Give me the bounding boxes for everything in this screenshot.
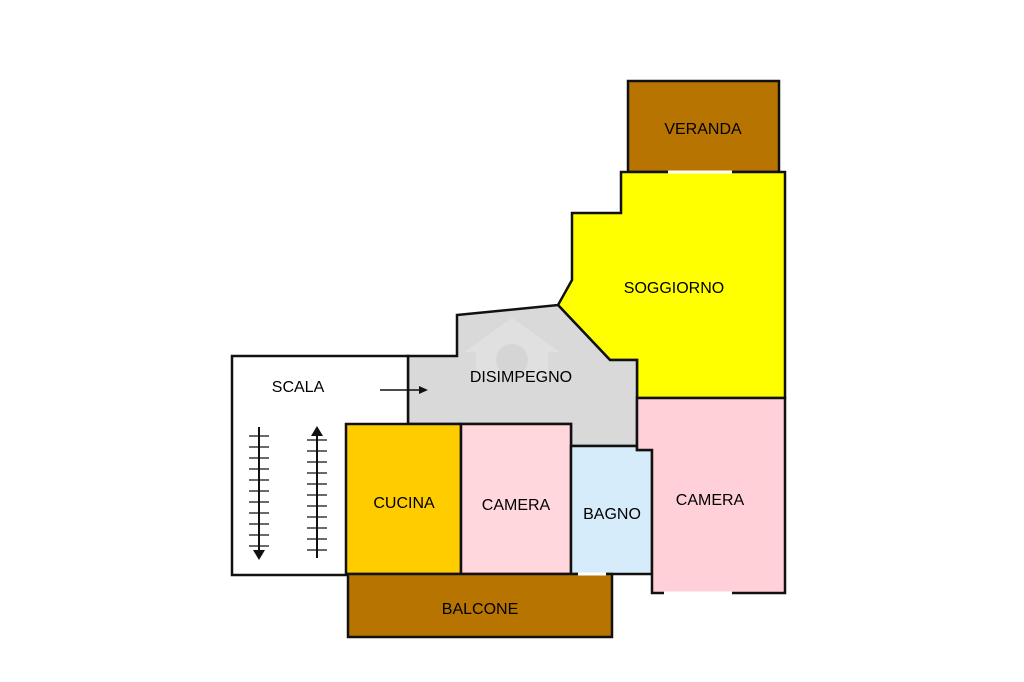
room-camera-2: [635, 396, 787, 595]
stair-flight-up: [307, 426, 327, 558]
entry-arrow: [380, 386, 428, 394]
label-bagno: BAGNO: [583, 506, 641, 523]
label-scala: SCALA: [272, 379, 325, 396]
label-veranda: VERANDA: [664, 121, 742, 138]
label-camera-1: CAMERA: [482, 497, 551, 514]
watermark-logo: [464, 318, 560, 378]
label-balcone: BALCONE: [442, 601, 518, 618]
label-cucina: CUCINA: [373, 495, 435, 512]
label-camera-2: CAMERA: [676, 492, 745, 509]
label-disimpegno: DISIMPEGNO: [470, 369, 572, 386]
stair-flight-down: [249, 427, 269, 560]
label-soggiorno: SOGGIORNO: [624, 280, 724, 297]
room-balcone: [346, 572, 614, 639]
room-veranda: [626, 79, 781, 174]
